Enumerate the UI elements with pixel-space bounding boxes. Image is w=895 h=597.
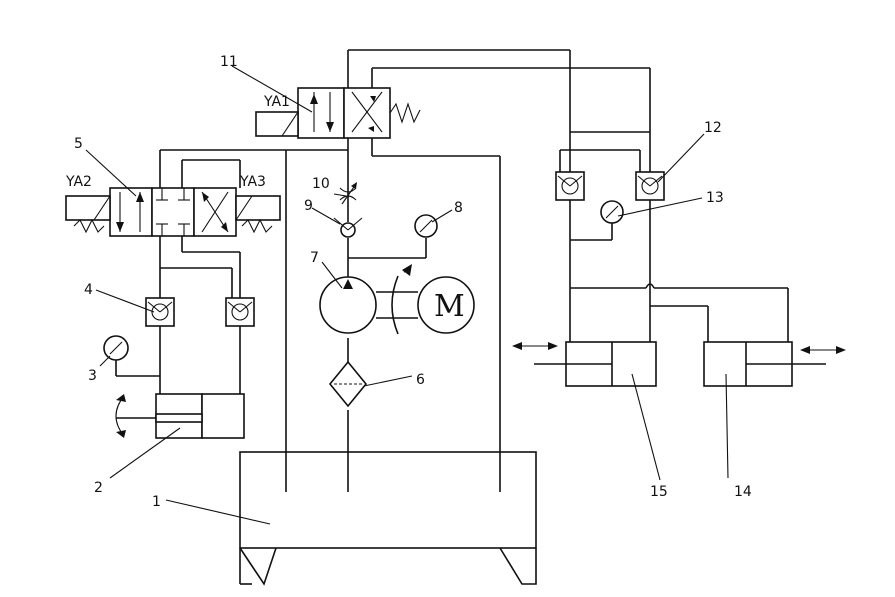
label-14: 14 xyxy=(734,484,752,500)
pressure-gauge-3 xyxy=(103,335,160,377)
cylinder-pipes xyxy=(570,283,789,342)
label-10: 10 xyxy=(312,176,330,192)
solenoid-label-ya2: YA2 xyxy=(65,174,92,190)
label-6: 6 xyxy=(416,372,425,388)
label-12: 12 xyxy=(704,120,722,136)
label-7: 7 xyxy=(310,250,319,266)
hydraulic-cylinder-14 xyxy=(703,341,846,387)
label-2: 2 xyxy=(94,480,103,496)
label-9: 9 xyxy=(304,198,313,214)
rotary-actuator-2 xyxy=(115,393,245,439)
label-8: 8 xyxy=(454,200,463,216)
label-11: 11 xyxy=(220,54,238,70)
label-1: 1 xyxy=(152,494,161,510)
motor-label: M xyxy=(434,289,465,324)
pump-line: M xyxy=(319,150,475,492)
solenoid-label-ya1: YA1 xyxy=(263,94,290,110)
filter xyxy=(328,360,368,408)
pipes-valve-11 xyxy=(159,49,651,492)
pipes-valve-5 xyxy=(159,159,241,298)
hydraulic-cylinder-15 xyxy=(512,341,657,387)
oil-tank xyxy=(239,451,537,586)
label-3: 3 xyxy=(88,368,97,384)
label-4: 4 xyxy=(84,282,93,298)
check-valves-12 xyxy=(555,131,665,342)
pilot-check-valves-4 xyxy=(145,297,255,394)
label-13: 13 xyxy=(706,190,724,206)
directional-valve-11 xyxy=(255,87,421,150)
label-15: 15 xyxy=(650,484,668,500)
pressure-gauge-13 xyxy=(570,200,624,241)
label-5: 5 xyxy=(74,136,83,152)
solenoid-label-ya3: YA3 xyxy=(239,174,266,190)
directional-valve-5 xyxy=(65,187,281,237)
leader-lines xyxy=(85,65,729,525)
electric-motor xyxy=(417,276,475,334)
